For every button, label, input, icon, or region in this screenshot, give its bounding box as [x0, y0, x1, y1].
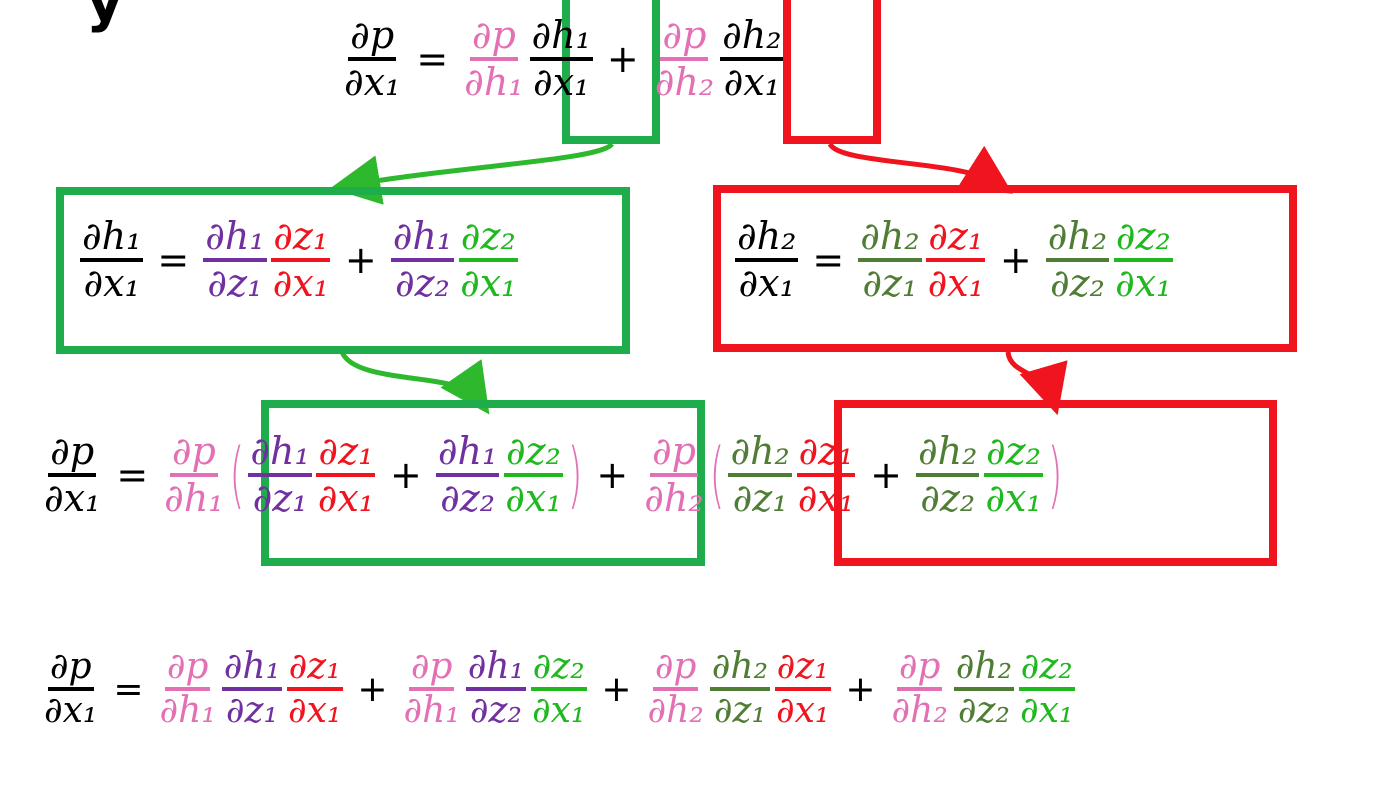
fraction-dp-dx1: ∂p∂x₁: [44, 646, 98, 732]
fraction-dh2-dz2: ∂h₂∂z₂: [915, 429, 980, 520]
fraction-dp-dh2: ∂p∂h₂: [891, 646, 948, 732]
fraction-dp-dx1: ∂p∂x₁: [344, 13, 401, 104]
equals-sign: =: [812, 237, 845, 282]
fraction-dz2-dx1: ∂z₂∂x₁: [1018, 646, 1075, 732]
equation-h1: ∂h₁∂x₁ = ∂h₁∂z₁ ∂z₁∂x₁ + ∂h₁∂z₂ ∂z₂∂x₁: [78, 215, 520, 304]
title-fragment: y: [86, 0, 124, 34]
equation-expanded: ∂p∂x₁ = ∂p∂h₁ ∂h₁∂z₁ ∂z₁∂x₁ + ∂p∂h₁ ∂h₁∂…: [40, 646, 1077, 732]
arrow-top-red: [827, 142, 1013, 194]
fraction-dz2-dx1: ∂z₂∂x₁: [1113, 214, 1173, 305]
fraction-dp-dh2: ∂p∂h₂: [647, 646, 704, 732]
equals-sign: =: [113, 668, 144, 710]
fraction-dz2-dx1: ∂z₂∂x₁: [503, 429, 563, 520]
highlight-box-dh2-dx1: [783, 0, 881, 144]
equation-substituted: ∂p∂x₁ = ∂p∂h₁ ( ∂h₁∂z₁ ∂z₁∂x₁ + ∂h₁∂z₂ ∂…: [40, 430, 1064, 519]
fraction-dh2-dz1: ∂h₂∂z₁: [728, 429, 792, 520]
right-paren: ): [567, 432, 583, 517]
highlight-box-dh1-dx1: [562, 0, 660, 144]
fraction-dh1-dz2: ∂h₁∂z₂: [465, 646, 526, 732]
plus-sign: +: [606, 36, 639, 81]
fraction-dh1-dz1: ∂h₁∂z₁: [221, 646, 282, 732]
fraction-dh1-dx1: ∂h₁∂x₁: [529, 13, 593, 104]
fraction-dp-dx1: ∂p∂x₁: [44, 429, 101, 520]
equals-sign: =: [157, 237, 190, 282]
fraction-dz1-dx1: ∂z₁∂x₁: [796, 429, 856, 520]
fraction-dz1-dx1: ∂z₁∂x₁: [271, 214, 331, 305]
right-paren: ): [1047, 432, 1063, 517]
fraction-dz1-dx1: ∂z₁∂x₁: [286, 646, 343, 732]
arrow-mid-green: [339, 350, 490, 415]
fraction-dh2-dx1: ∂h₂∂x₁: [735, 214, 799, 305]
plus-sign: +: [357, 668, 388, 710]
equation-h2: ∂h₂∂x₁ = ∂h₂∂z₁ ∂z₁∂x₁ + ∂h₂∂z₂ ∂z₂∂x₁: [733, 215, 1175, 304]
fraction-dz1-dx1: ∂z₁∂x₁: [774, 646, 831, 732]
equals-sign: =: [116, 452, 149, 497]
plus-sign: +: [596, 452, 629, 497]
equals-sign: =: [416, 36, 449, 81]
fraction-dz2-dx1: ∂z₂∂x₁: [458, 214, 518, 305]
box-h1-substituted: [261, 400, 705, 566]
arrow-top-green: [330, 142, 614, 205]
box-h2-expansion: [713, 185, 1297, 352]
fraction-dh2-dz2: ∂h₂∂z₂: [953, 646, 1014, 732]
arrow-mid-red: [1005, 351, 1068, 416]
fraction-dh1-dz1: ∂h₁∂z₁: [248, 429, 312, 520]
left-paren: (: [229, 432, 245, 517]
fraction-dh2-dz2: ∂h₂∂z₂: [1045, 214, 1110, 305]
fraction-dz1-dx1: ∂z₁∂x₁: [926, 214, 986, 305]
fraction-dp-dh1: ∂p∂h₁: [403, 646, 460, 732]
fraction-dh2-dz1: ∂h₂∂z₁: [858, 214, 922, 305]
fraction-dh1-dz2: ∂h₁∂z₂: [390, 214, 455, 305]
plus-sign: +: [999, 237, 1032, 282]
fraction-dz1-dx1: ∂z₁∂x₁: [316, 429, 376, 520]
plus-sign: +: [344, 237, 377, 282]
left-paren: (: [709, 432, 725, 517]
equation-top: ∂p∂x₁ = ∂p∂h₁ ∂h₁∂x₁ + ∂p∂h₂ ∂h₂∂x₁: [340, 14, 785, 103]
fraction-dp-dh1: ∂p∂h₁: [159, 646, 216, 732]
box-h2-substituted: [834, 400, 1277, 566]
plus-sign: +: [390, 452, 422, 497]
fraction-dp-dh2: ∂p∂h₂: [654, 13, 715, 104]
plus-sign: +: [845, 668, 876, 710]
fraction-dh2-dz1: ∂h₂∂z₁: [709, 646, 770, 732]
fraction-dp-dh2: ∂p∂h₂: [644, 429, 704, 520]
fraction-dz2-dx1: ∂z₂∂x₁: [530, 646, 587, 732]
plus-sign: +: [870, 452, 902, 497]
box-h1-expansion: [56, 187, 630, 354]
fraction-dz2-dx1: ∂z₂∂x₁: [984, 429, 1043, 520]
fraction-dh2-dx1: ∂h₂∂x₁: [720, 13, 784, 104]
fraction-dp-dh1: ∂p∂h₁: [164, 429, 224, 520]
fraction-dp-dh1: ∂p∂h₁: [464, 13, 524, 104]
fraction-dh1-dz2: ∂h₁∂z₂: [435, 429, 500, 520]
plus-sign: +: [601, 668, 632, 710]
fraction-dh1-dz1: ∂h₁∂z₁: [203, 214, 267, 305]
fraction-dh1-dx1: ∂h₁∂x₁: [80, 214, 144, 305]
